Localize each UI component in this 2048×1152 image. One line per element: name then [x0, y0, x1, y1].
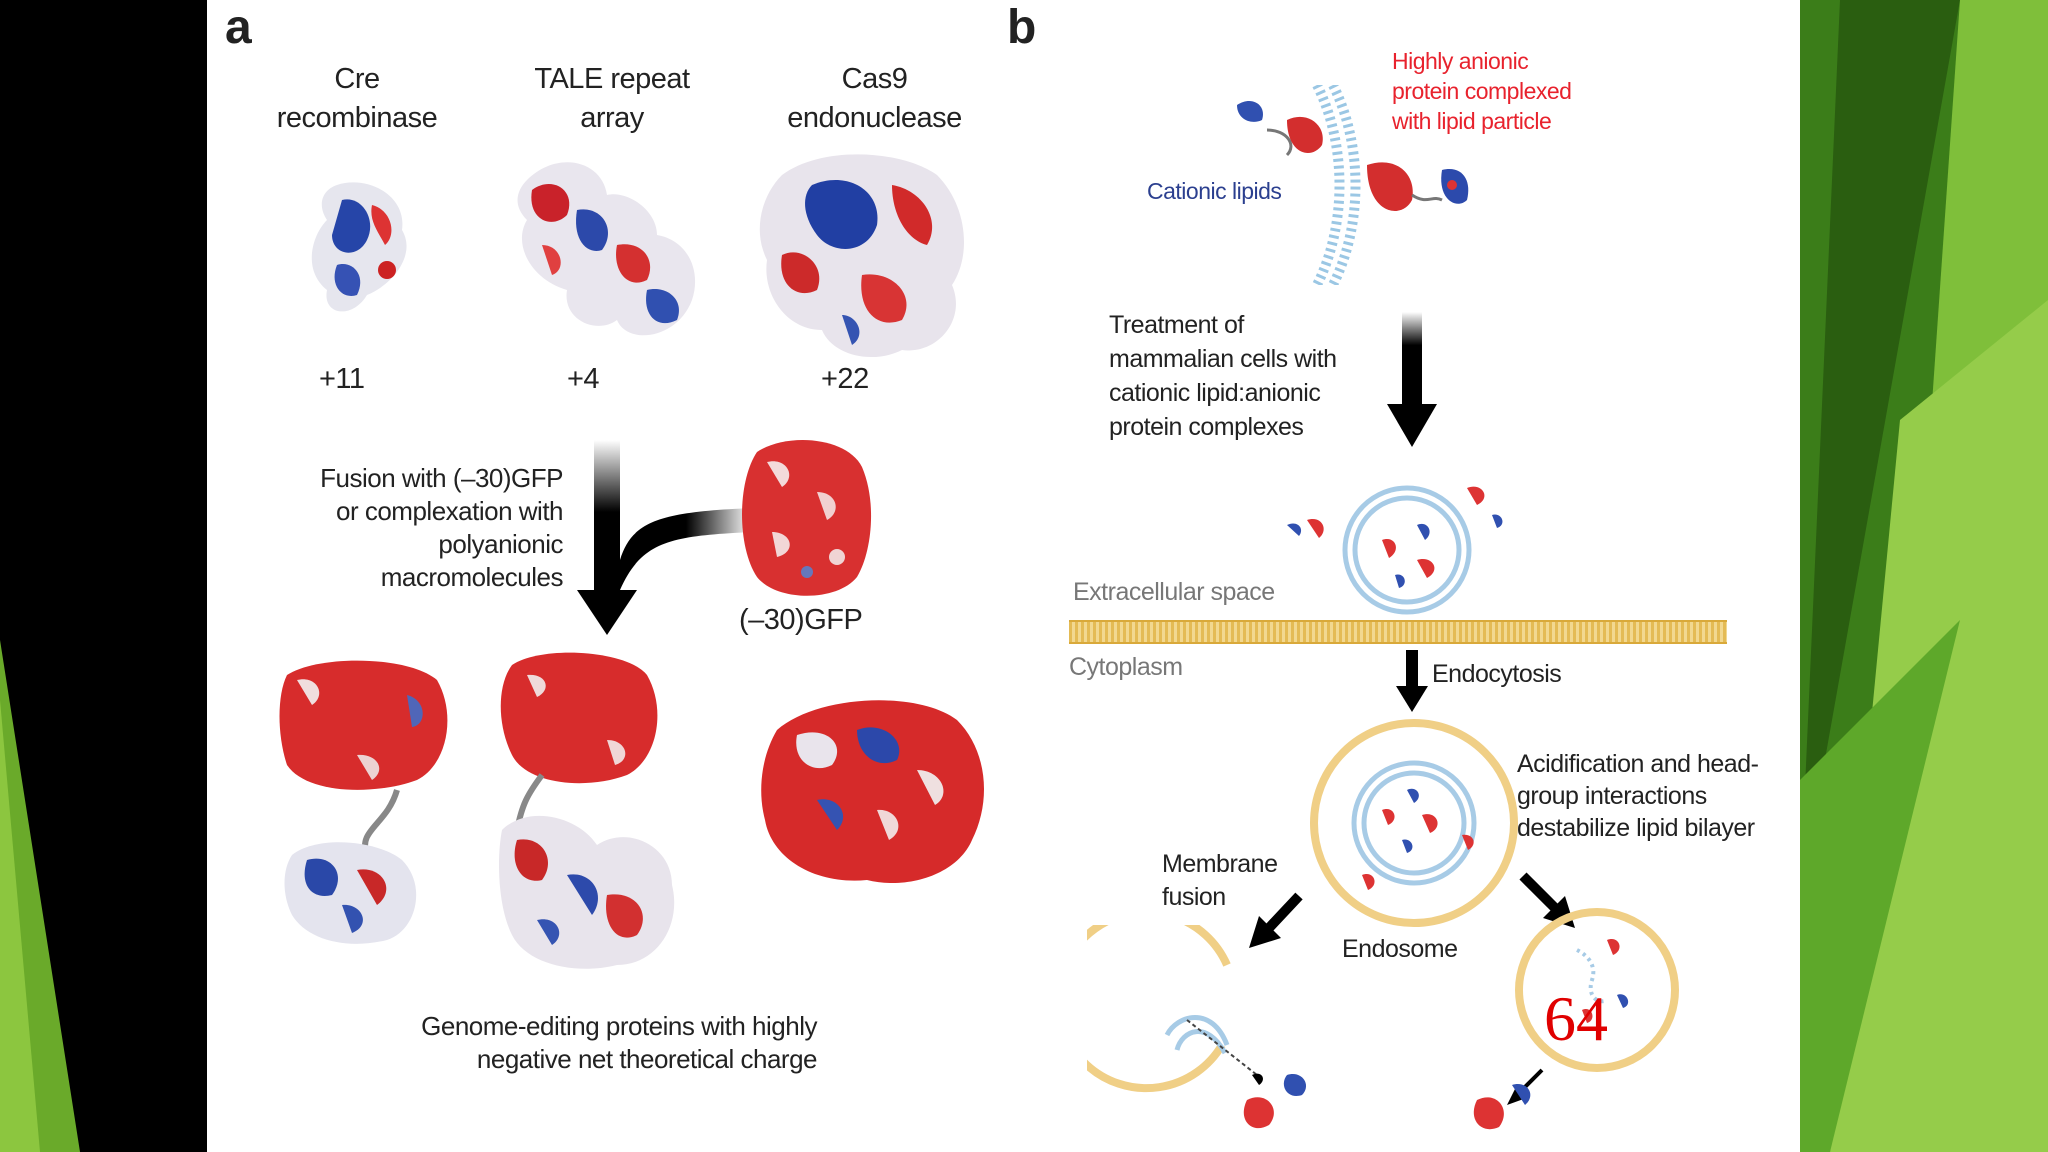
protein-name-tale-line1: TALE repeat: [534, 63, 690, 95]
panel-b-letter: b: [1007, 1, 1037, 54]
charge-cas9: +22: [821, 363, 869, 395]
cytoplasm-label: Cytoplasm: [1069, 653, 1183, 681]
figure-image: a Cre recombinase TALE repeat array Cas9…: [207, 0, 1800, 1152]
protein-name-tale-line2: array: [580, 102, 644, 134]
membrane-fusion-label: Membrane fusion: [1162, 848, 1278, 914]
complex-label-line2: protein complexed: [1392, 78, 1572, 104]
endocytosis-arrow: [1396, 650, 1428, 712]
membrane-fusion-label-line1: Membrane: [1162, 850, 1278, 878]
charge-tale: +4: [567, 363, 600, 395]
cationic-lipids-label: Cationic lipids: [1147, 178, 1282, 204]
protein-name-cre: Cre recombinase: [237, 60, 477, 138]
fusion-text-line1: Fusion with (–30)GFP: [320, 463, 563, 493]
fusion-text-line3: polyanionic: [438, 529, 563, 559]
protein-name-tale: TALE repeat array: [492, 60, 732, 138]
protein-name-cre-line2: recombinase: [276, 102, 438, 134]
treatment-text-line2: mammalian cells with: [1109, 345, 1337, 373]
cas9-protein-image: [759, 154, 964, 358]
charge-cre: +11: [319, 363, 365, 395]
cre-protein-image: [311, 182, 407, 312]
treatment-text-line3: cationic lipid:anionic: [1109, 379, 1321, 407]
page-number: 64: [1544, 983, 1608, 1054]
vesicle-image: [1287, 485, 1503, 615]
fusion-text-line2: or complexation with: [336, 496, 564, 526]
treatment-arrow: [1387, 312, 1437, 447]
panel-a-caption-line2: negative net theoretical charge: [476, 1044, 818, 1074]
treatment-text-line1: Treatment of: [1109, 311, 1244, 339]
acidification-text-line2: group interactions: [1517, 782, 1707, 810]
complex-label-line1: Highly anionic: [1392, 48, 1529, 74]
panel-a-letter: a: [225, 1, 252, 54]
protein-name-cre-line1: Cre: [334, 63, 380, 95]
endosome-image: [1310, 719, 1518, 927]
fusion-endosome-image: [1087, 925, 1307, 1129]
complex-label-line3: with lipid particle: [1392, 108, 1552, 134]
acidification-text-line1: Acidification and head-: [1517, 750, 1759, 778]
endocytosis-label: Endocytosis: [1432, 660, 1562, 688]
endosome-label: Endosome: [1342, 935, 1458, 963]
panel-a-caption-line1: Genome-editing proteins with highly: [421, 1011, 817, 1041]
membrane-fusion-label-line2: fusion: [1162, 883, 1226, 911]
protein-name-cas9-line1: Cas9: [841, 63, 908, 95]
treatment-text: Treatment of mammalian cells with cation…: [1109, 308, 1337, 444]
lipid-particle-image: [1237, 85, 1469, 285]
gfp-protein-image: [742, 440, 872, 596]
membrane-fusion-arrow: [1249, 892, 1303, 948]
acidification-text-line3: destabilize lipid bilayer: [1517, 814, 1755, 842]
gfp-label: (–30)GFP: [739, 604, 863, 636]
fusion-arrow: [577, 440, 752, 635]
protein-name-cas9: Cas9 endonuclease: [747, 60, 1002, 138]
treatment-text-line4: protein complexes: [1109, 413, 1304, 441]
complex-label: Highly anionic protein complexed with li…: [1392, 46, 1572, 136]
tale-protein-image: [517, 162, 696, 336]
cas9-gfp-complex-image: [761, 700, 984, 884]
fusion-text-line4: macromolecules: [380, 562, 564, 592]
extracellular-label: Extracellular space: [1073, 578, 1275, 606]
cre-gfp-fusion-image: [279, 660, 448, 944]
fusion-text: Fusion with (–30)GFP or complexation wit…: [207, 462, 563, 594]
plasma-membrane: [1069, 620, 1727, 644]
acidification-text: Acidification and head- group interactio…: [1517, 748, 1759, 844]
destabilized-endosome-image: [1473, 908, 1679, 1130]
panel-a-caption: Genome-editing proteins with highly nega…: [307, 1010, 817, 1076]
protein-name-cas9-line2: endonuclease: [787, 102, 962, 134]
tale-gfp-fusion-image: [499, 652, 675, 969]
